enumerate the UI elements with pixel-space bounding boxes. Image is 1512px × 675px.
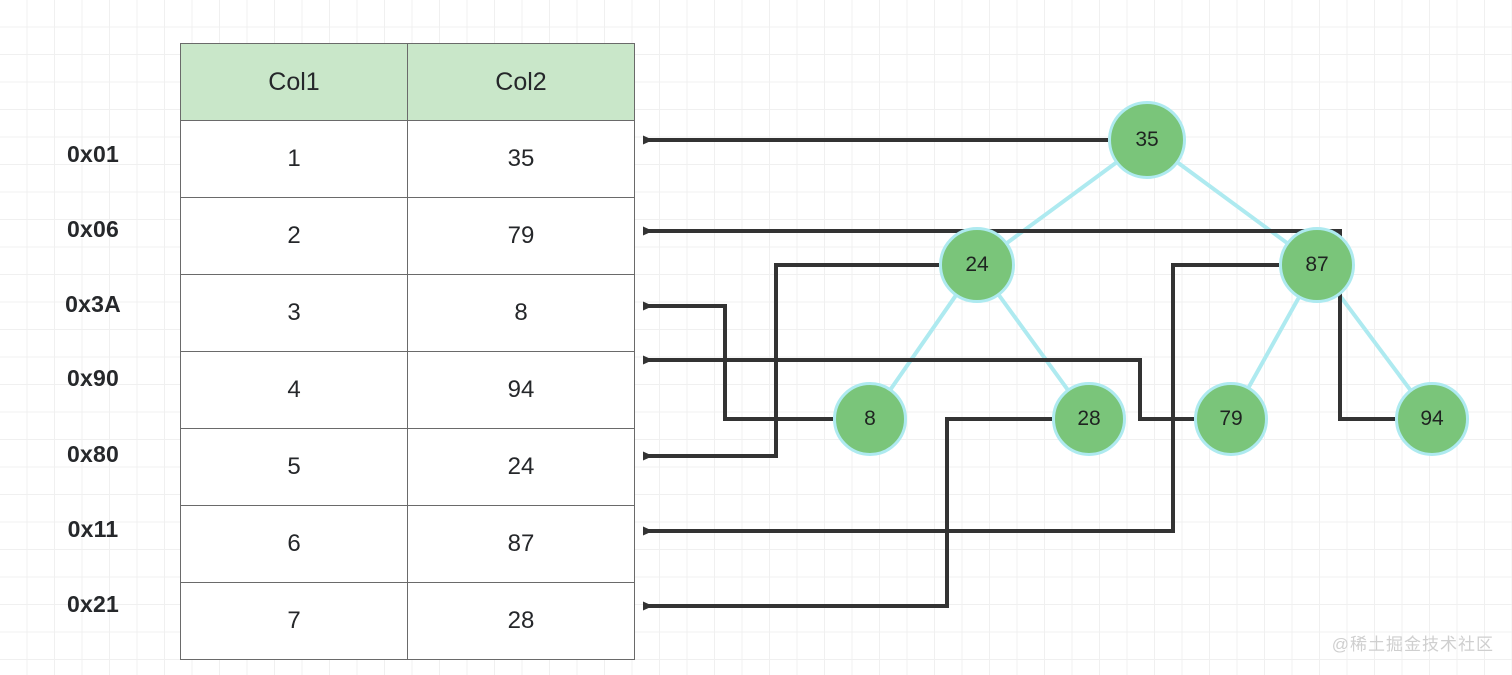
table-cell-r7-c2: 28 xyxy=(407,582,635,660)
tree-node-24[interactable]: 24 xyxy=(939,227,1015,303)
table-cell-r2-c1: 2 xyxy=(180,197,408,275)
tree-node-87[interactable]: 87 xyxy=(1279,227,1355,303)
pointer-line-group xyxy=(643,135,1395,611)
address-label-0x3a: 0x3A xyxy=(65,291,121,317)
address-label-0x21: 0x21 xyxy=(67,591,119,617)
tree-edge-n87-n94 xyxy=(1336,291,1414,393)
table-cell-r5-c2: 24 xyxy=(407,428,635,506)
pointer-n28-to-0x21 xyxy=(643,417,1052,611)
address-label-0x06: 0x06 xyxy=(67,216,119,242)
table-header-row: Col1 Col2 xyxy=(180,43,635,121)
tree-edge-n24-n8 xyxy=(887,292,959,393)
table-cell-r1-c1: 1 xyxy=(180,120,408,198)
pointer-n79-to-0x90 xyxy=(643,355,1194,421)
tree-node-94[interactable]: 94 xyxy=(1395,382,1469,456)
table-cell-r3-c2: 8 xyxy=(407,274,635,352)
pointer-n87-to-0x11 xyxy=(643,263,1279,536)
tree-node-79[interactable]: 79 xyxy=(1194,382,1268,456)
column-header-col1: Col1 xyxy=(180,43,408,121)
table-cell-r4-c2: 94 xyxy=(407,351,635,429)
table-cell-r6-c2: 87 xyxy=(407,505,635,583)
watermark: @稀土掘金技术社区 xyxy=(1331,635,1494,654)
tree-edge-n87-n79 xyxy=(1246,294,1302,391)
tree-node-28[interactable]: 28 xyxy=(1052,382,1126,456)
table-head: Col1 Col2 xyxy=(180,43,635,121)
table-cell-r3-c1: 3 xyxy=(180,274,408,352)
address-label-0x11: 0x11 xyxy=(67,516,119,542)
pointer-n8-to-0x3a xyxy=(643,301,833,421)
address-label-0x90: 0x90 xyxy=(67,365,119,391)
tree-edge-n24-n28 xyxy=(996,292,1071,393)
table-cell-r4-c1: 4 xyxy=(180,351,408,429)
tree-node-8[interactable]: 8 xyxy=(833,382,907,456)
table-cell-r6-c1: 6 xyxy=(180,505,408,583)
tree-node-35[interactable]: 35 xyxy=(1108,101,1186,179)
address-label-0x80: 0x80 xyxy=(67,441,119,467)
table-cell-r2-c2: 79 xyxy=(407,197,635,275)
table-cell-r7-c1: 7 xyxy=(180,582,408,660)
table-cell-r5-c1: 5 xyxy=(180,428,408,506)
column-header-col2: Col2 xyxy=(407,43,635,121)
table-cell-r1-c2: 35 xyxy=(407,120,635,198)
address-label-0x01: 0x01 xyxy=(67,141,119,167)
